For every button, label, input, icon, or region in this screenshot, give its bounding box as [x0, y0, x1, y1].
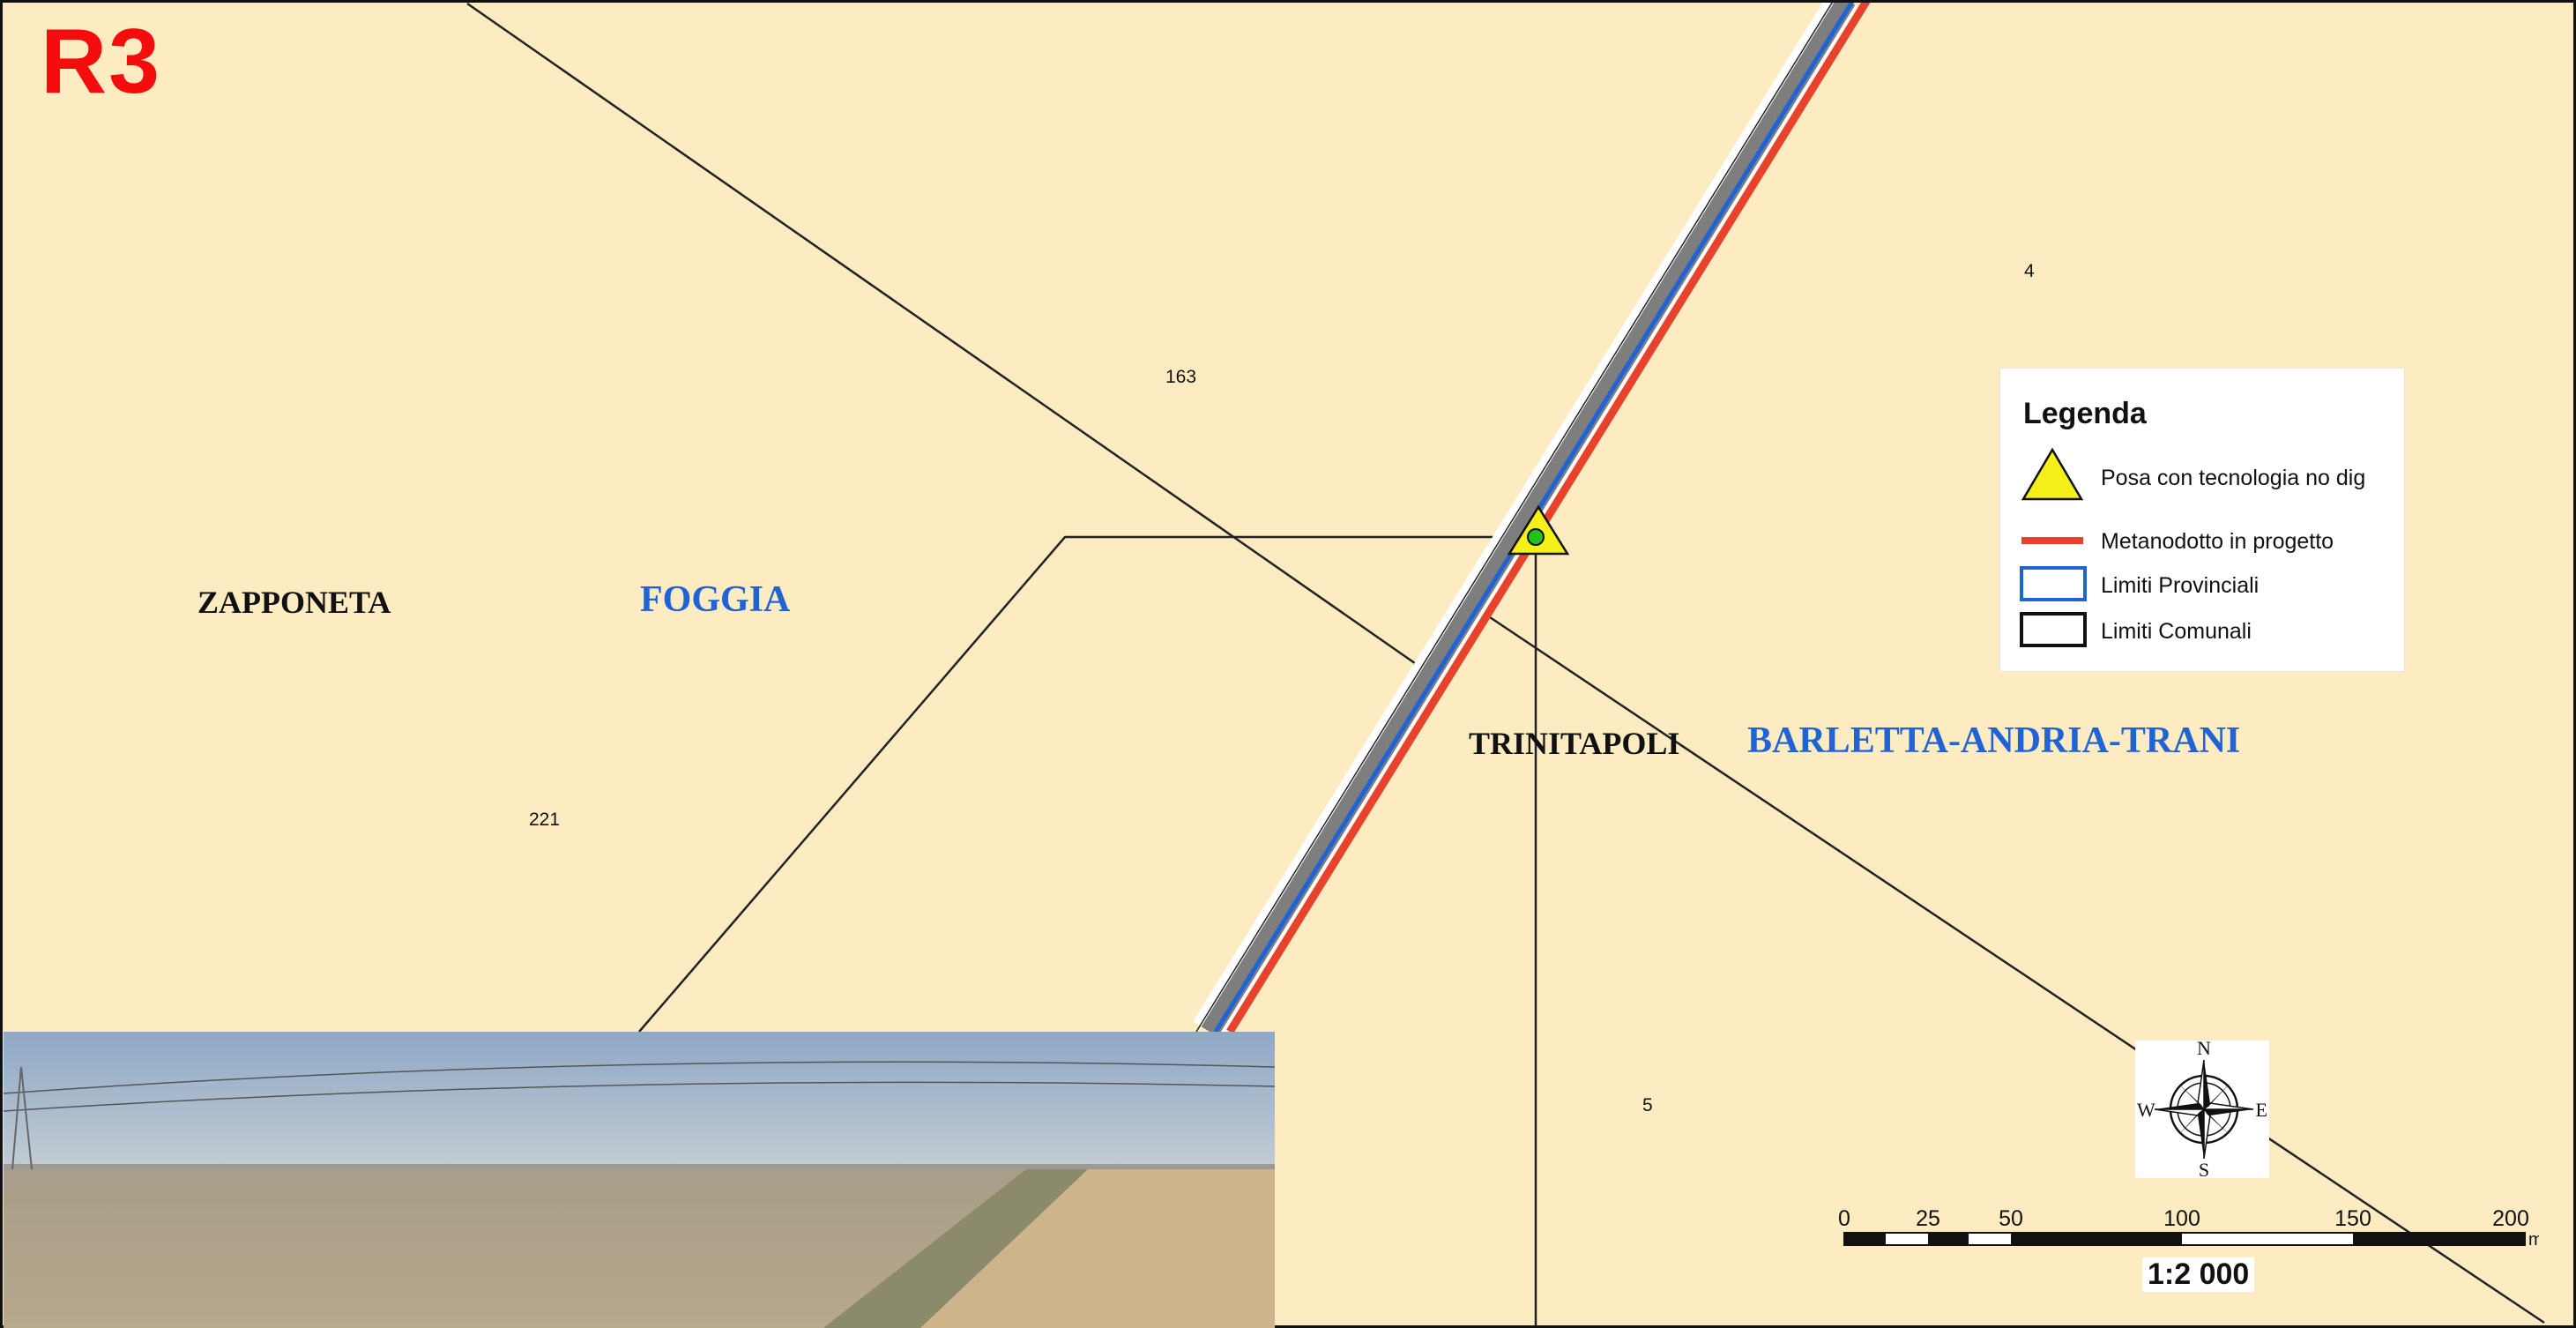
parcel-number: 163 [1165, 367, 1197, 387]
scale-tick: 50 [1999, 1206, 2023, 1231]
compass-east: E [2256, 1099, 2267, 1121]
scale-tick: 200 [2492, 1206, 2529, 1231]
scale-tick: 0 [1838, 1206, 1850, 1231]
legend-label: Metanodotto in progetto [2101, 529, 2334, 554]
province-label-bat: BARLETTA-ANDRIA-TRANI [1747, 720, 2241, 761]
black-box-icon [2020, 612, 2087, 647]
compass-south: S [2199, 1159, 2209, 1178]
scale-bar-graphic: 0 25 50 100 150 200 m [1838, 1206, 2543, 1250]
compass-west: W [2137, 1099, 2155, 1121]
scale-tick: 100 [2163, 1206, 2200, 1231]
marker-point [1527, 528, 1545, 546]
triangle-icon [2021, 447, 2084, 501]
legend-item-municipal: Limiti Comunali [2000, 607, 2406, 660]
red-line-icon [2021, 537, 2083, 544]
municipal-boundary-line [466, 2, 1422, 669]
parcel-number: 221 [529, 809, 561, 830]
legend-title: Legenda [2023, 397, 2147, 430]
scale-ratio: 1:2 000 [2142, 1257, 2255, 1292]
pipeline-line [1226, 0, 1871, 1034]
legend-panel: Legenda Posa con tecnologia no dig Metan… [1999, 368, 2405, 672]
site-photo [4, 1032, 1275, 1328]
municipal-boundary-line [1489, 616, 2545, 1324]
province-label-foggia: FOGGIA [640, 579, 791, 620]
legend-label: Limiti Comunali [2101, 619, 2252, 644]
legend-label: Limiti Provinciali [2101, 573, 2260, 598]
legend-item-pipeline: Metanodotto in progetto [2000, 519, 2406, 571]
scale-tick: 150 [2334, 1206, 2371, 1231]
parcel-number: 4 [2024, 261, 2035, 281]
blue-box-icon [2020, 566, 2087, 601]
scale-tick: 25 [1916, 1206, 1940, 1231]
legend-label: Posa con tecnologia no dig [2101, 466, 2366, 490]
north-arrow: N S E W [2135, 1037, 2269, 1181]
scale-unit: m [2528, 1230, 2539, 1250]
legend-item-provincial: Limiti Provinciali [2000, 561, 2406, 614]
road-edge-line [1195, 0, 1835, 1033]
parcel-boundary-line [638, 535, 1537, 1033]
comune-label-zapponeta: ZAPPONETA [197, 585, 391, 620]
scale-bar: 0 25 50 100 150 200 m [1834, 1199, 2543, 1305]
compass-rose-icon: N S E W [2137, 1037, 2267, 1181]
legend-item-no-dig: Posa con tecnologia no dig [2000, 446, 2406, 501]
road-corridor-grey [1201, 0, 1856, 1037]
sheet-id: R3 [41, 11, 161, 113]
parcel-number: 5 [1642, 1095, 1653, 1115]
compass-north: N [2197, 1041, 2211, 1059]
landscape-photo-image [4, 1032, 1275, 1328]
comune-label-trinitapoli: TRINITAPOLI [1469, 726, 1680, 761]
